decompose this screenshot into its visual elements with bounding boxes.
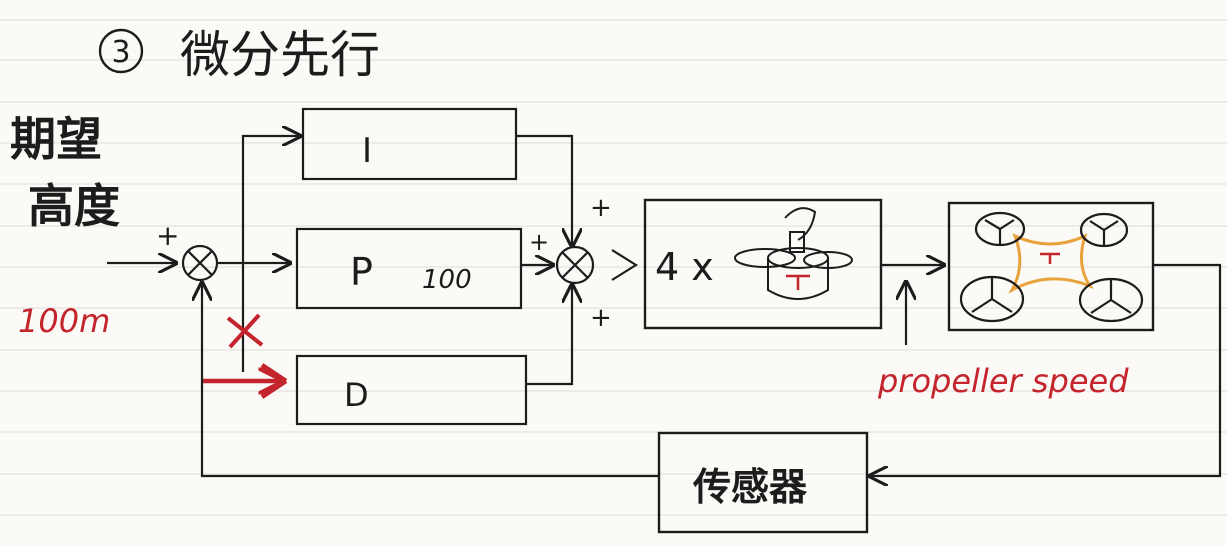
quadcopter-icon — [959, 211, 1144, 323]
proportional-label: P — [350, 250, 373, 294]
sum2-top-sign: + — [590, 193, 612, 223]
sum2-bottom-sign: + — [590, 303, 612, 333]
ruled-lines — [0, 19, 1227, 516]
integral-label: I — [362, 131, 372, 171]
motor-propeller-icon — [734, 207, 853, 300]
proportional-gain: 100 — [422, 265, 472, 295]
cut-mark — [226, 313, 264, 349]
setpoint-value: 100m — [18, 302, 110, 340]
output-to-sensor-arrow — [870, 263, 1222, 476]
derivative-block — [295, 354, 528, 426]
proportional-block — [295, 227, 523, 310]
setpoint-label-line1: 期望 — [10, 112, 102, 166]
propeller-speed-label: propeller speed — [877, 362, 1129, 400]
summing-junction-1 — [181, 244, 219, 282]
red-arrow-head-bottom — [260, 379, 288, 399]
title-text: 微分先行 — [180, 26, 380, 84]
sensor-block — [657, 431, 869, 534]
summing-junction-2 — [555, 245, 595, 285]
sensor-to-sum1-arrow — [202, 283, 659, 478]
title-number: 3 — [111, 35, 130, 70]
i-to-sum2-arrow — [516, 134, 572, 246]
derivative-label: D — [344, 376, 369, 414]
integral-block — [301, 107, 518, 181]
sum2-to-motor-arrow — [611, 249, 639, 281]
d-to-sum2-arrow — [526, 285, 572, 386]
sum1-top-sign: + — [156, 219, 179, 252]
title-group: 3 微分先行 — [98, 26, 380, 84]
title-number-circle — [98, 28, 144, 74]
red-arrow-head-top — [260, 363, 288, 383]
motor-count: 4 x — [655, 245, 714, 289]
branch-to-i-arrow — [241, 136, 300, 263]
sensor-label: 传感器 — [692, 465, 808, 509]
sum2-left-sign: + — [529, 228, 549, 256]
setpoint-label-line2: 高度 — [28, 179, 120, 233]
drone-block — [947, 201, 1155, 332]
